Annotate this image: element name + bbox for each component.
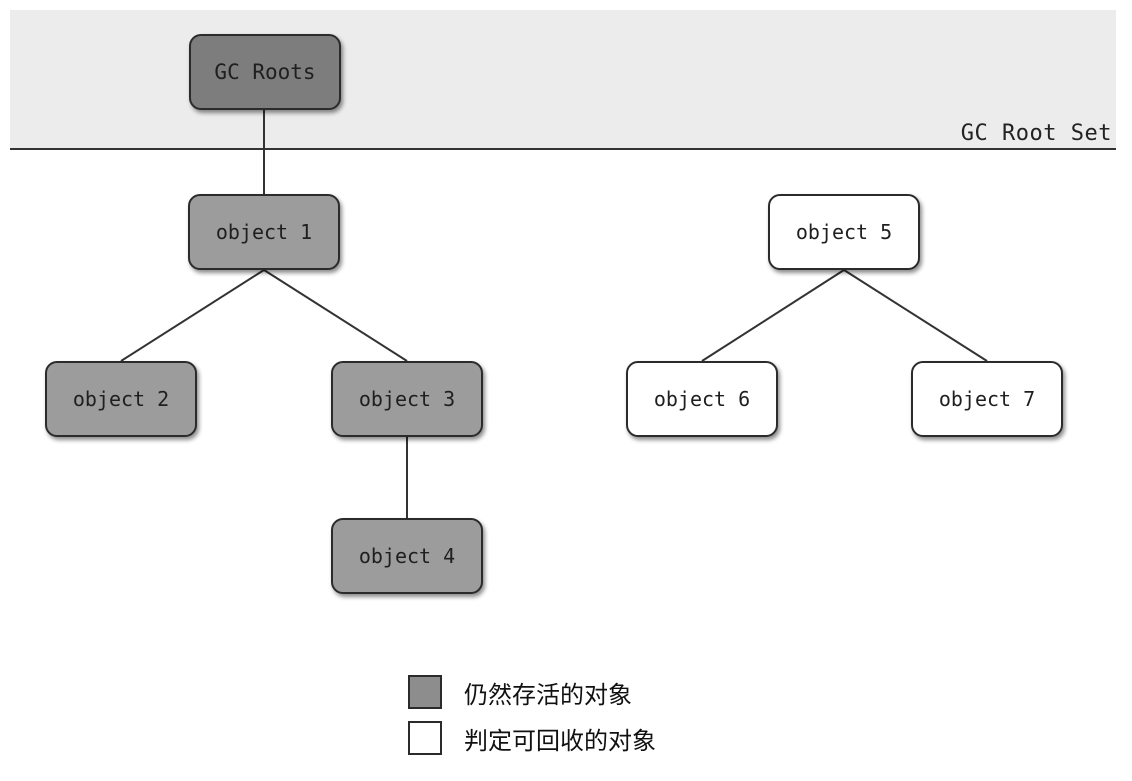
object-7-node: object 7 — [911, 361, 1063, 437]
object-1-node: object 1 — [188, 194, 340, 270]
link-object5-object6 — [701, 269, 845, 362]
link-object1-object3 — [263, 269, 408, 362]
alive-swatch — [408, 675, 442, 709]
legend-item-collectable: 判定可回收的对象 — [408, 719, 656, 757]
object-6-node: object 6 — [626, 361, 778, 437]
link-object1-object2 — [120, 269, 265, 362]
legend-collectable-label: 判定可回收的对象 — [464, 726, 656, 755]
legend-item-alive: 仍然存活的对象 — [408, 673, 656, 711]
gc-root-set-label: GC Root Set — [960, 121, 1112, 146]
object-5-node: object 5 — [768, 194, 920, 270]
collectable-swatch — [408, 721, 442, 755]
legend-alive-label: 仍然存活的对象 — [464, 680, 632, 709]
object-4-node: object 4 — [331, 518, 483, 594]
link-object5-object7 — [843, 269, 988, 362]
legend: 仍然存活的对象 判定可回收的对象 — [408, 673, 656, 765]
gc-roots-node: GC Roots — [189, 34, 341, 110]
object-3-node: object 3 — [331, 361, 483, 437]
object-2-node: object 2 — [45, 361, 197, 437]
gc-root-set-band — [10, 10, 1116, 150]
